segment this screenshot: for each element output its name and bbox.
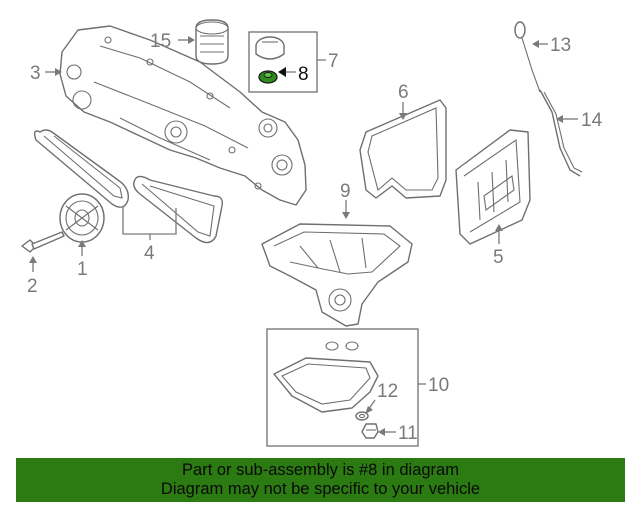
- callout-15: 15: [150, 31, 171, 52]
- callout-4: 4: [144, 243, 155, 264]
- dipstick-tube-part[interactable]: [539, 89, 583, 177]
- timing-belt-part[interactable]: [33, 129, 224, 244]
- callout-10: 10: [428, 375, 449, 396]
- callout-6: 6: [398, 82, 409, 103]
- banner-line-1: Part or sub-assembly is #8 in diagram: [182, 461, 459, 479]
- callout-7: 7: [328, 51, 339, 72]
- group-box-7: [248, 31, 318, 93]
- drain-plug-part[interactable]: [361, 423, 379, 439]
- banner-line-2: Diagram may not be specific to your vehi…: [160, 480, 481, 498]
- cap-gasket-part-highlighted[interactable]: [258, 70, 278, 84]
- valve-cover-part[interactable]: [455, 129, 531, 245]
- leader-lines: [29, 36, 578, 436]
- callout-1: 1: [77, 259, 88, 280]
- callout-9: 9: [340, 181, 351, 202]
- callout-2: 2: [27, 276, 38, 297]
- oil-pan-lower-part[interactable]: [273, 341, 379, 413]
- crank-pulley-part[interactable]: [59, 193, 105, 243]
- oil-filler-cap-part[interactable]: [255, 36, 285, 60]
- callout-12: 12: [377, 381, 398, 402]
- callout-3: 3: [30, 63, 41, 84]
- dipstick-part[interactable]: [514, 21, 541, 93]
- timing-cover-part[interactable]: [59, 25, 307, 206]
- callout-8: 8: [298, 64, 309, 85]
- callout-14: 14: [581, 110, 603, 131]
- valve-cover-gasket-part[interactable]: [359, 99, 447, 199]
- info-banner: Part or sub-assembly is #8 in diagram Di…: [16, 458, 625, 502]
- callout-11: 11: [398, 423, 418, 444]
- callout-5: 5: [493, 247, 504, 268]
- callout-13: 13: [550, 35, 571, 56]
- oil-pan-upper-part[interactable]: [261, 223, 413, 327]
- group-box-10: [266, 328, 419, 447]
- bolt-part[interactable]: [21, 231, 65, 253]
- oil-filter-part[interactable]: [195, 19, 229, 65]
